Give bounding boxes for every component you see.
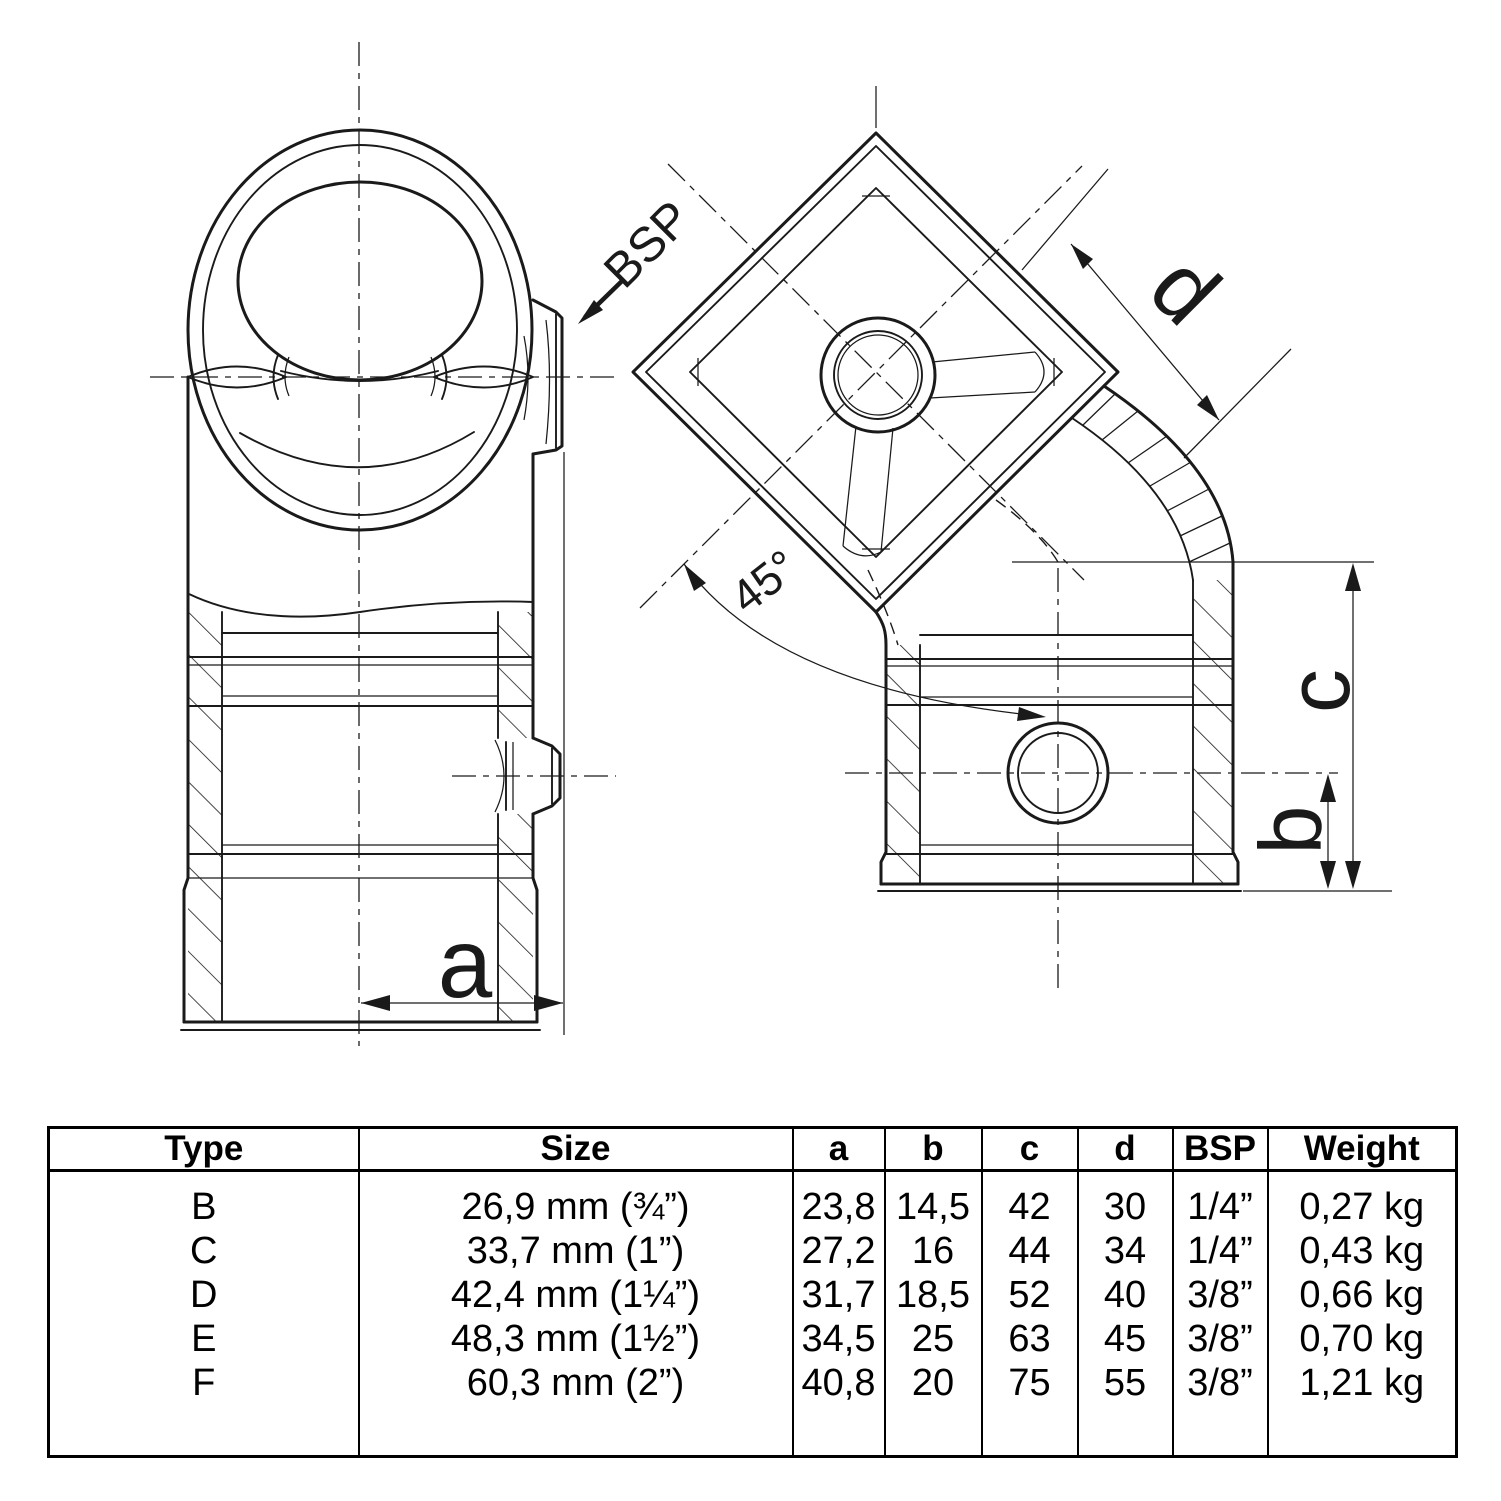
cell-weight: 0,70 kg	[1266, 1317, 1457, 1361]
cell-d: 40	[1076, 1273, 1173, 1317]
cell-bsp: 3/8”	[1171, 1317, 1268, 1361]
cell-d: 55	[1076, 1361, 1173, 1405]
angle-callout: 45°	[683, 539, 1046, 721]
hatch-cyl-left	[886, 645, 920, 884]
cyl-left-edge	[874, 610, 888, 886]
cell-bsp: 3/8”	[1171, 1361, 1268, 1405]
cell-b: 14,5	[883, 1185, 982, 1229]
hatch-right-wall-lower	[498, 814, 533, 1022]
dimension-a: a	[361, 452, 565, 1035]
angled-view	[631, 86, 1374, 992]
cell-size: 42,4 mm (1¼”)	[357, 1273, 793, 1317]
dimension-c: c	[1243, 563, 1392, 892]
header-a: a	[791, 1127, 885, 1172]
table-row: D 42,4 mm (1¼”) 31,7 18,5 52 40 3/8” 0,6…	[49, 1273, 1457, 1317]
cell-type: E	[191, 1317, 217, 1360]
face-plate-edge	[645, 145, 1106, 600]
bsp-callout: BSP	[578, 191, 701, 324]
cell-c: 52	[980, 1273, 1078, 1317]
header-bsp: BSP	[1171, 1127, 1268, 1172]
cell-type: C	[190, 1229, 218, 1272]
dim-c-label: c	[1269, 669, 1368, 713]
dimension-b: b	[1241, 774, 1340, 889]
neck-hatch-rungs	[1082, 393, 1231, 563]
cell-d: 45	[1076, 1317, 1173, 1361]
body-right-edge	[531, 452, 539, 1024]
dim-d-label: d	[1131, 236, 1239, 344]
side-hole	[452, 736, 616, 816]
cell-weight: 0,43 kg	[1266, 1229, 1457, 1273]
cell-c: 75	[980, 1361, 1078, 1405]
header-type: Type	[48, 1127, 359, 1172]
cell-type: B	[191, 1185, 217, 1228]
sphere-cylinder-transition	[188, 593, 534, 618]
cell-size: 60,3 mm (2”)	[357, 1361, 793, 1405]
table-header-row: Type Size a b c d BSP Weight	[48, 1127, 1457, 1172]
cell-bsp: 1/4”	[1171, 1229, 1268, 1273]
neck-inner-curve	[1071, 417, 1194, 581]
technical-drawing: BSP a	[150, 42, 1392, 1046]
cell-a: 27,2	[791, 1229, 885, 1273]
waist-curve	[280, 370, 439, 382]
header-b: b	[883, 1127, 982, 1172]
header-d: d	[1076, 1127, 1173, 1172]
cell-bsp: 1/4”	[1171, 1185, 1268, 1229]
cell-bsp: 3/8”	[1171, 1273, 1268, 1317]
dim-b-label: b	[1241, 806, 1340, 855]
cell-type: D	[190, 1273, 218, 1316]
cell-size: 33,7 mm (1”)	[357, 1229, 793, 1273]
socket-rim-inner-edge	[202, 144, 518, 516]
table-row: B 26,9 mm (¾”) 23,8 14,5 42 30 1/4” 0,27…	[49, 1185, 1457, 1229]
right-lens	[433, 365, 534, 389]
table-row: F 60,3 mm (2”) 40,8 20 75 55 3/8” 1,21 k…	[49, 1361, 1457, 1405]
cell-a: 23,8	[791, 1185, 885, 1229]
hatch-cyl-right	[1193, 580, 1233, 884]
bsp-label: BSP	[594, 191, 702, 299]
socket-bore	[236, 180, 484, 382]
cell-c: 44	[980, 1229, 1078, 1273]
bsp-arrowhead-icon	[578, 300, 603, 324]
cell-weight: 0,66 kg	[1266, 1273, 1457, 1317]
cyl-right-edge	[1231, 560, 1240, 886]
cell-size: 26,9 mm (¾”)	[357, 1185, 793, 1229]
socket-outer-rim	[186, 128, 534, 532]
left-lens	[187, 365, 287, 389]
hatch-left-wall	[188, 612, 222, 1022]
filler-row	[49, 1405, 1457, 1457]
sphere-back-arc	[239, 431, 475, 469]
cell-weight: 0,27 kg	[1266, 1185, 1457, 1229]
cell-a: 31,7	[791, 1273, 885, 1317]
front-view	[150, 42, 616, 1046]
cell-b: 18,5	[883, 1273, 982, 1317]
table-row: C 33,7 mm (1”) 27,2 16 44 34 1/4” 0,43 k…	[49, 1229, 1457, 1273]
cell-b: 20	[883, 1361, 982, 1405]
cell-a: 34,5	[791, 1317, 885, 1361]
cell-b: 16	[883, 1229, 982, 1273]
cell-type: F	[192, 1361, 216, 1404]
cell-c: 63	[980, 1317, 1078, 1361]
spacer-row	[49, 1170, 1457, 1185]
cell-d: 34	[1076, 1229, 1173, 1273]
header-weight: Weight	[1266, 1127, 1457, 1172]
cell-size: 48,3 mm (1½”)	[357, 1317, 793, 1361]
cell-a: 40,8	[791, 1361, 885, 1405]
hatch-right-wall-upper	[498, 612, 533, 738]
cell-b: 25	[883, 1317, 982, 1361]
header-c: c	[980, 1127, 1078, 1172]
angle-label: 45°	[721, 539, 808, 623]
bsp-boss	[523, 298, 564, 456]
face-hole-inner	[833, 330, 923, 420]
body-left-edge	[182, 375, 190, 1024]
header-size: Size	[357, 1127, 793, 1172]
spec-table: Type Size a b c d BSP Weight B 26,9 mm (…	[47, 1126, 1458, 1458]
dim-a-label: a	[438, 908, 493, 1018]
cell-c: 42	[980, 1185, 1078, 1229]
face-hole-outer	[819, 316, 937, 434]
cell-d: 30	[1076, 1185, 1173, 1229]
face-recess	[689, 187, 1063, 558]
cell-weight: 1,21 kg	[1266, 1361, 1457, 1405]
table-row: E 48,3 mm (1½”) 34,5 25 63 45 3/8” 0,70 …	[49, 1317, 1457, 1361]
neck-outer-curve	[1102, 384, 1235, 564]
face-plate-outer	[631, 131, 1120, 614]
